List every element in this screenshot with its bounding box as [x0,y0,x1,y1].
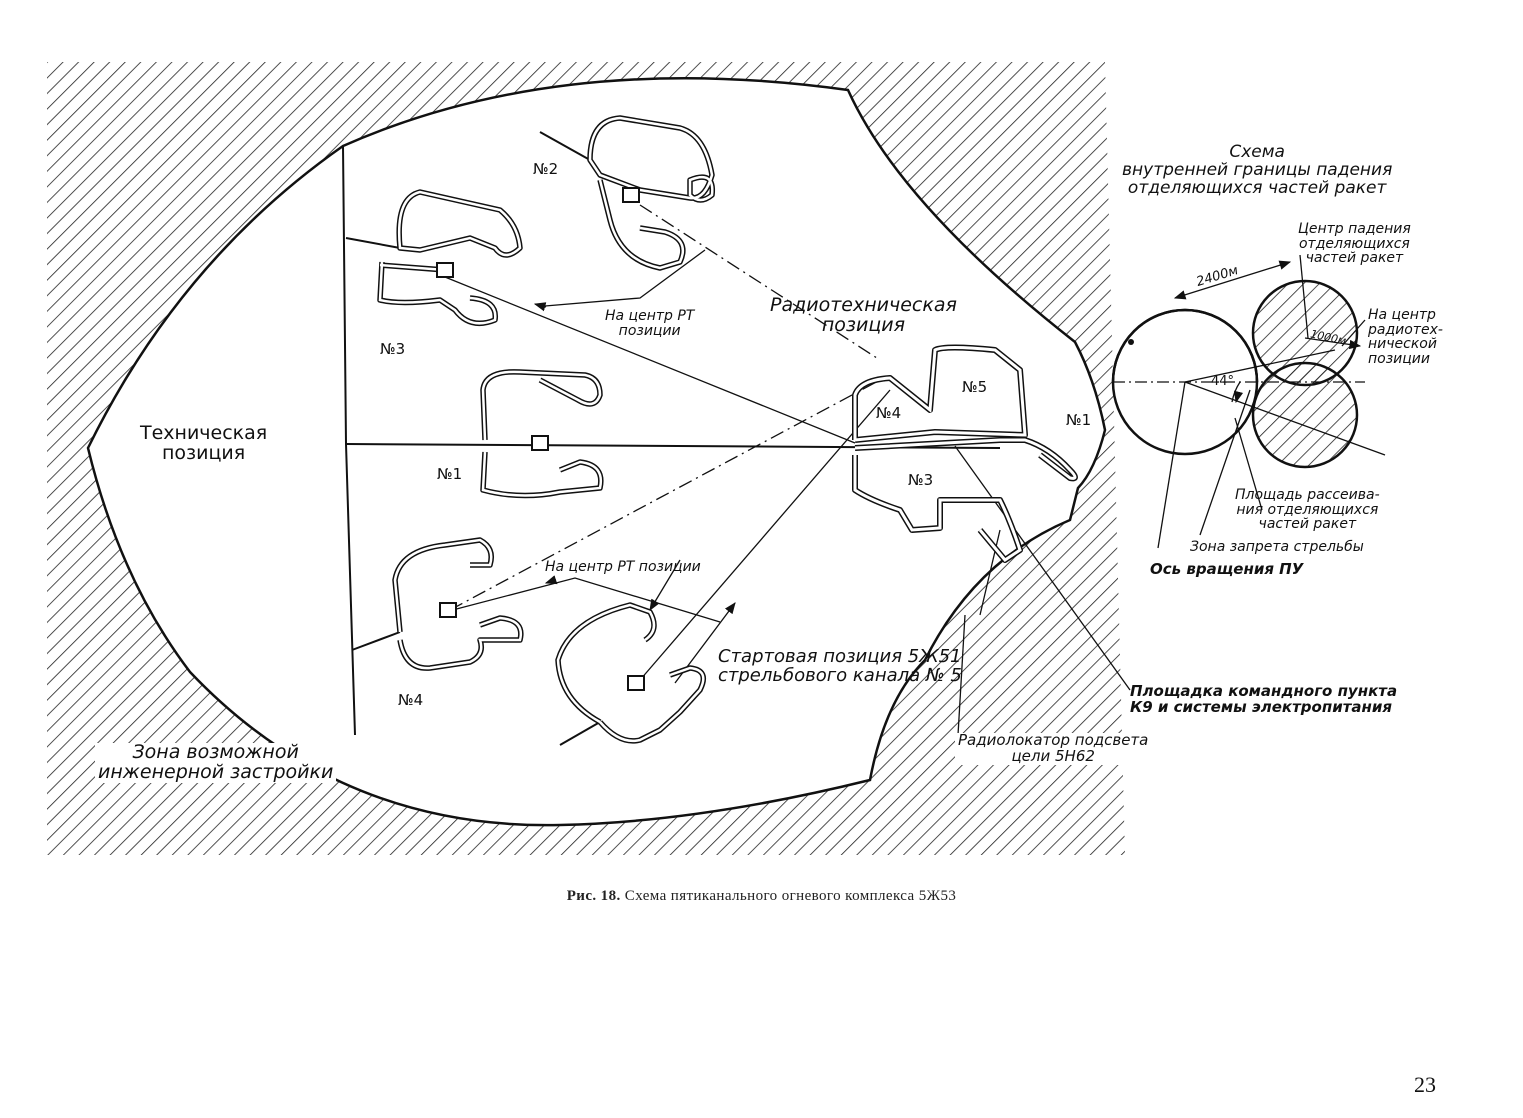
tech-position-label: Техническая позиция [140,422,268,464]
figure-caption: Рис. 18. Схема пятиканального огневого к… [0,888,1523,905]
page-number: 23 [1414,1072,1436,1097]
rt-n1-label: №1 [1066,411,1092,429]
command-post-label: Площадка командного пункта К9 и системы … [1130,682,1398,716]
site-n2-label: №2 [533,160,559,178]
site-n3-label: №3 [380,340,406,358]
fire-ban-label: Зона запрета стрельбы [1190,539,1364,555]
launch-position-label: Стартовая позиция 5Ж51 стрельбового кана… [718,646,962,686]
launch-site-4 [392,537,524,671]
fall-scheme [1111,254,1386,549]
radio-position-label: Радиотехническая позиция [770,294,957,336]
rotation-axis-label: Ось вращения ПУ [1150,560,1304,578]
rt-n5-label: №5 [962,378,988,396]
launch-site-5 [555,602,707,744]
caption-prefix: Рис. 18. [566,888,621,904]
scheme-title: Схема внутренней границы падения отделяю… [1122,142,1393,198]
to-rt-center-scheme-label: На центр радиотех- нической позиции [1368,307,1443,368]
site-n4-label: №4 [398,691,424,709]
radar-label: Радиолокатор подсвета цели 5Н62 [955,732,1152,765]
site-n1-label: №1 [437,465,463,483]
tech-boundary [342,145,356,736]
outer-boundary [86,76,1107,827]
zone-building-label: Зона возможной инженерной застройки [95,742,337,783]
rt-n4-label: №4 [876,404,902,422]
scatter-area-label: Площадь рассеива- ния отделяющихся часте… [1235,487,1380,533]
to-rt-center-bottom-label: На центр РТ позиции [545,559,701,575]
launch-site-1 [480,369,604,499]
pointer-lines [439,204,1131,736]
to-rt-center-top-label: На центр РТ позиции [605,308,695,339]
rt-n3-label: №3 [908,471,934,489]
caption-text: Схема пятиканального огневого комплекса … [624,888,957,904]
center-fall-label: Центр падения отделяющихся частей ракет [1298,221,1411,267]
angle-label: 44° [1211,374,1235,389]
